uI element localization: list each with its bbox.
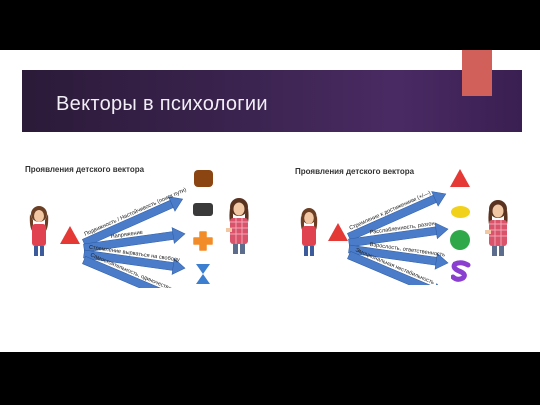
woman-figure-right — [485, 200, 508, 256]
woman-figure-left — [226, 198, 249, 254]
left-arrows: Подвижность / Настойчивость (поиск пути)… — [82, 186, 188, 288]
slide-title: Векторы в психологии — [56, 93, 268, 115]
red-triangle-icon — [60, 226, 80, 244]
right-panel-heading: Проявления детского вектора — [295, 167, 415, 176]
brown-square-icon — [194, 170, 213, 187]
right-arrows: Стремление к достижениям (+/—) Расслабле… — [347, 190, 449, 285]
left-arrow-2: Напряжение — [83, 227, 186, 253]
orange-cross-icon — [193, 231, 213, 251]
red-triangle-icon-right — [328, 223, 348, 241]
title-band — [22, 70, 522, 132]
purple-s-icon — [451, 260, 471, 282]
left-arrow-label-2: Напряжение — [110, 230, 143, 240]
child-girl-figure — [29, 206, 49, 256]
green-circle-icon — [450, 230, 470, 250]
left-panel-heading: Проявления детского вектора — [25, 165, 145, 174]
accent-tab — [462, 50, 492, 96]
yellow-ellipse-icon — [451, 206, 470, 218]
dark-rect-icon — [193, 203, 213, 216]
blue-hourglass-icon — [196, 264, 210, 284]
child-girl-figure-right — [300, 208, 318, 256]
red-triangle-target-icon — [450, 169, 470, 187]
slide: Векторы в психологии Проявления детского… — [0, 50, 540, 352]
left-arrow-3: Стремление вырваться на свободу — [83, 245, 186, 275]
